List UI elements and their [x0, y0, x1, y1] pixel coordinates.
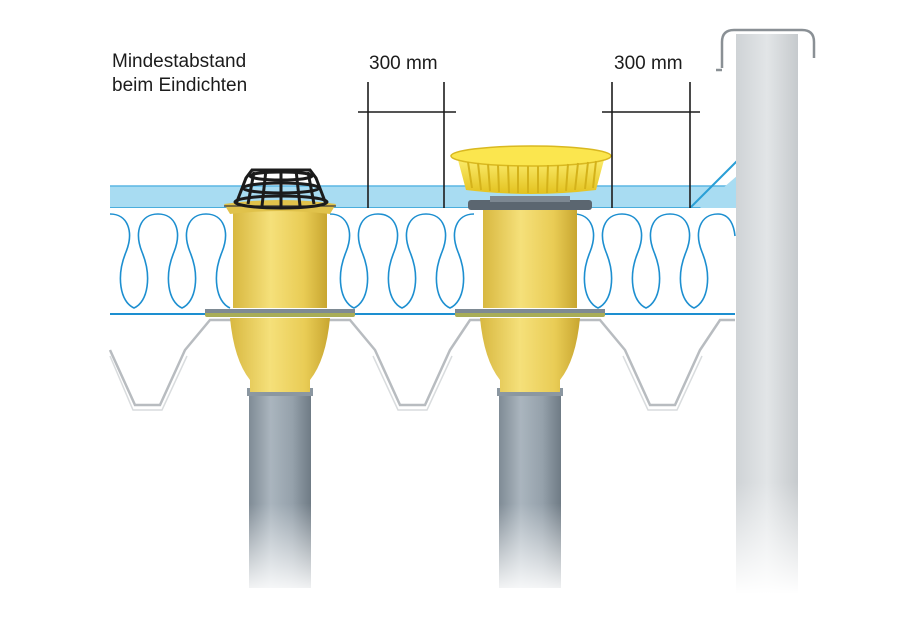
drain-pipe-right	[495, 388, 565, 598]
drain-pipe-left	[245, 388, 315, 598]
note-line-1: Mindestabstand	[112, 51, 247, 72]
dimension-line-right	[602, 82, 700, 208]
dimension-label-left: 300 mm	[369, 53, 438, 74]
minimum-distance-note: Mindestabstand beim Eindichten	[112, 50, 247, 98]
insulation-layer	[109, 208, 736, 315]
dimension-label-right: 300 mm	[614, 53, 683, 74]
note-line-2: beim Eindichten	[112, 75, 248, 96]
roof-drain-right	[455, 196, 605, 392]
trapezoidal-deck	[108, 318, 735, 411]
roof-membrane	[110, 159, 739, 209]
parapet-sheet	[716, 28, 816, 594]
roof-drain-left	[205, 200, 355, 392]
gravel-guard-black	[233, 168, 329, 210]
dimension-line-left	[358, 82, 456, 208]
gravel-guard-yellow	[450, 145, 612, 194]
